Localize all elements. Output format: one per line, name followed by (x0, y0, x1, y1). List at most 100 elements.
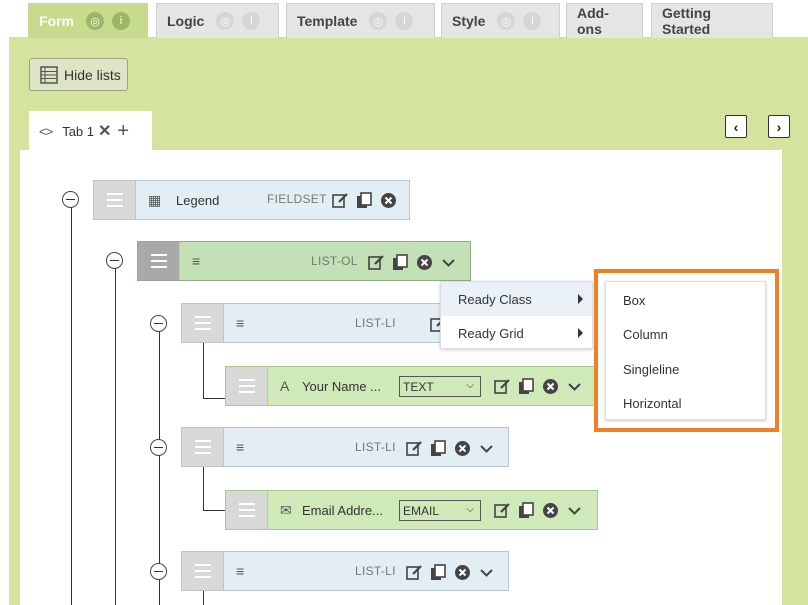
collapse-toggle[interactable] (150, 315, 167, 332)
info-icon[interactable]: i (112, 12, 130, 30)
remove-icon[interactable] (542, 502, 559, 519)
submenu-item-column[interactable]: Column (623, 327, 668, 343)
drag-handle[interactable] (94, 181, 136, 219)
tab-style[interactable]: Style ◎ i (441, 3, 560, 38)
menu-item-label: Ready Grid (458, 325, 524, 341)
text-field-icon: A (280, 378, 290, 394)
node-type: LIST-OL (311, 254, 358, 268)
edit-icon[interactable] (368, 254, 385, 271)
menu-item-label: Ready Class (458, 291, 532, 307)
submenu-item-singleline[interactable]: Singleline (623, 361, 680, 377)
next-tab-button[interactable]: › (768, 115, 790, 138)
tab-addons[interactable]: Add-ons (566, 3, 643, 38)
copy-icon[interactable] (430, 564, 447, 581)
copy-icon[interactable] (518, 378, 535, 395)
collapse-toggle[interactable] (106, 252, 123, 269)
text-field-node[interactable]: A Your Name ... TEXT ⌵ (225, 366, 595, 406)
tab-getting-started[interactable]: Getting Started (651, 3, 773, 38)
email-field-node[interactable]: ✉ Email Addre... EMAIL ⌵ (225, 490, 598, 530)
drag-handle[interactable] (226, 491, 268, 529)
drag-handle[interactable] (138, 242, 180, 280)
form-tab-1[interactable]: <> Tab 1 ✕ + (29, 111, 152, 151)
tab-template[interactable]: Template ◎ i (286, 3, 435, 38)
remove-icon[interactable] (380, 192, 397, 209)
node-actions (494, 502, 583, 519)
node-actions (494, 378, 583, 395)
close-tab-icon[interactable]: ✕ (98, 123, 112, 140)
drag-handle[interactable] (182, 304, 224, 342)
hide-lists-label: Hide lists (64, 66, 121, 83)
info-icon[interactable]: i (242, 12, 261, 30)
drag-handle[interactable] (182, 428, 224, 466)
ready-class-submenu: Box Column Singleline Horizontal (605, 281, 766, 420)
edit-icon[interactable] (494, 502, 511, 519)
lightbulb-icon[interactable]: ◎ (369, 12, 388, 30)
chevron-left-icon: ‹ (733, 118, 739, 135)
drag-handle[interactable] (226, 367, 268, 405)
tree-line (203, 591, 204, 605)
edit-icon[interactable] (332, 192, 349, 209)
lightbulb-icon[interactable]: ◎ (216, 12, 235, 30)
tab-logic[interactable]: Logic ◎ i (156, 3, 279, 38)
chevron-down-icon: ⌵ (466, 380, 474, 391)
chevron-down-icon: ⌵ (466, 504, 474, 515)
tab-form[interactable]: Form ◎ i (28, 3, 148, 38)
info-icon[interactable]: i (523, 12, 542, 30)
copy-icon[interactable] (356, 192, 373, 209)
submenu-item-horizontal[interactable]: Horizontal (623, 396, 682, 412)
tree-line (115, 261, 116, 605)
node-actions (332, 192, 397, 209)
menu-item-ready-grid[interactable]: Ready Grid (441, 316, 592, 350)
remove-icon[interactable] (416, 254, 433, 271)
caret-right-icon (578, 294, 583, 304)
chevron-right-icon: › (776, 118, 782, 135)
collapse-toggle[interactable] (62, 191, 79, 208)
tab-label: Template (297, 13, 358, 29)
context-menu: Ready Class Ready Grid (440, 281, 593, 349)
prev-tab-button[interactable]: ‹ (725, 115, 747, 138)
select-value: EMAIL (403, 503, 440, 518)
add-tab-icon[interactable]: + (117, 119, 130, 142)
edit-icon[interactable] (406, 564, 423, 581)
copy-icon[interactable] (518, 502, 535, 519)
tab-label: Getting Started (662, 5, 711, 37)
edit-icon[interactable] (406, 440, 423, 457)
list-li-node[interactable]: ≡ LIST-LI (181, 551, 509, 591)
select-value: TEXT (403, 379, 434, 394)
lightbulb-icon[interactable]: ◎ (497, 12, 516, 30)
info-icon[interactable]: i (395, 12, 414, 30)
form-tab-label: Tab 1 (62, 123, 94, 139)
remove-icon[interactable] (542, 378, 559, 395)
top-tab-bar: Form ◎ i Logic ◎ i Template ◎ i Style ◎ … (9, 0, 808, 38)
menu-item-ready-class[interactable]: Ready Class (441, 282, 592, 316)
field-type-select[interactable]: EMAIL ⌵ (399, 500, 481, 521)
tab-label: Logic (167, 13, 205, 29)
field-type-select[interactable]: TEXT ⌵ (399, 376, 481, 397)
hide-lists-button[interactable]: Hide lists (29, 58, 128, 91)
drag-handle[interactable] (182, 552, 224, 590)
edit-icon[interactable] (494, 378, 511, 395)
collapse-toggle[interactable] (150, 439, 167, 456)
chevron-down-icon[interactable] (478, 440, 495, 457)
chevron-down-icon[interactable] (478, 564, 495, 581)
chevron-down-icon[interactable] (566, 502, 583, 519)
submenu-item-box[interactable]: Box (623, 292, 646, 308)
remove-icon[interactable] (454, 440, 471, 457)
collapse-toggle[interactable] (150, 563, 167, 580)
tree-line (203, 510, 227, 511)
remove-icon[interactable] (454, 564, 471, 581)
list-li-node[interactable]: ≡ LIST-LI (181, 303, 456, 343)
copy-icon[interactable] (392, 254, 409, 271)
lightbulb-icon[interactable]: ◎ (86, 12, 104, 30)
list-li-node[interactable]: ≡ LIST-LI (181, 427, 509, 467)
left-edge (0, 0, 9, 605)
list-ol-node[interactable]: ≡ LIST-OL (137, 241, 471, 281)
chevron-down-icon[interactable] (566, 378, 583, 395)
chevron-down-icon[interactable] (440, 254, 457, 271)
highlight-box (594, 269, 779, 432)
tab-label: Add-ons (577, 5, 609, 37)
copy-icon[interactable] (430, 440, 447, 457)
code-icon[interactable]: <> (39, 123, 53, 139)
node-type: LIST-LI (355, 316, 396, 330)
fieldset-node[interactable]: ▦ Legend FIELDSET (93, 180, 410, 220)
